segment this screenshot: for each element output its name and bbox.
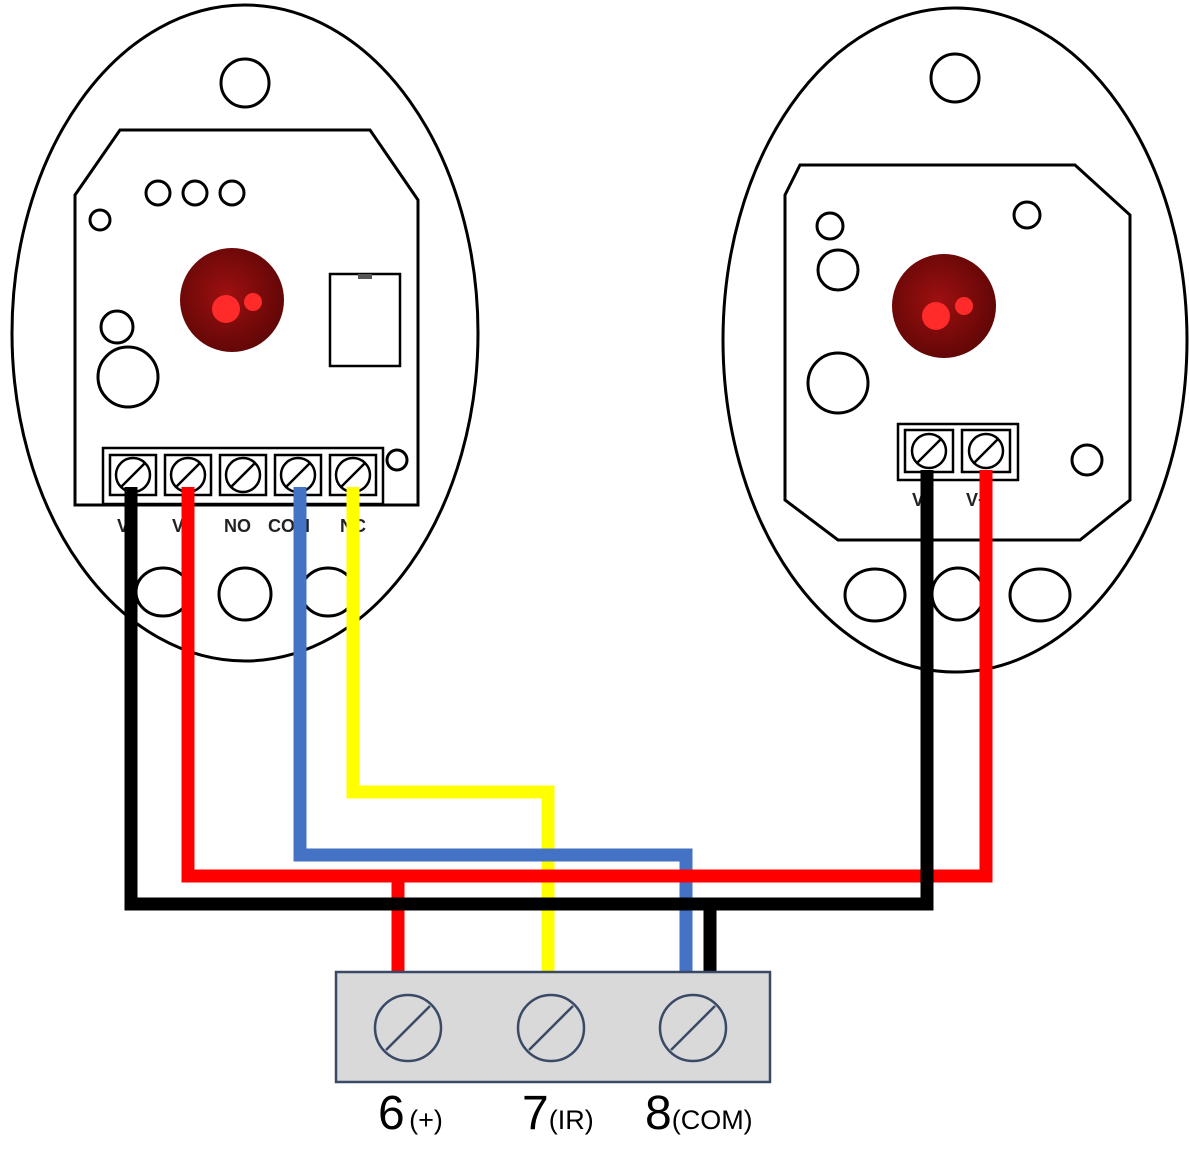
left-terminal-screws xyxy=(108,453,378,497)
red-positive-wire-transmitter xyxy=(181,470,993,883)
left-pcb-hole xyxy=(144,179,172,207)
left-relay xyxy=(328,272,402,368)
left-sensor: V- V+ NO COM NC xyxy=(10,3,480,663)
left-cable-hole xyxy=(217,566,273,622)
right-pcb-hole xyxy=(1070,443,1104,477)
right-mount-hole xyxy=(929,52,981,104)
blue-com-wire xyxy=(293,487,693,995)
terminal-7-function: (IR) xyxy=(548,1105,594,1135)
right-ir-led xyxy=(922,302,950,330)
terminal-8-function: (COM) xyxy=(671,1105,753,1135)
left-pcb-hole xyxy=(99,309,135,345)
right-pcb-hole xyxy=(1012,200,1042,230)
terminal-block xyxy=(334,970,772,1084)
right-cable-hole xyxy=(1008,567,1072,623)
terminal-8-label: 8(COM) xyxy=(645,1090,753,1138)
terminal-6-polarity: (+) xyxy=(409,1105,443,1135)
left-pcb-hole xyxy=(385,448,409,472)
terminal-8-number: 8 xyxy=(645,1087,672,1140)
terminal-8-screw xyxy=(658,993,728,1063)
wires xyxy=(124,470,993,995)
right-cable-hole xyxy=(843,567,907,623)
left-pcb-hole xyxy=(218,179,246,207)
left-pcb-hole xyxy=(181,179,209,207)
terminal-7-label: 7(IR) xyxy=(522,1090,594,1138)
left-pcb-hole xyxy=(88,208,112,232)
right-pcb-hole xyxy=(816,248,860,292)
terminal-6-screw xyxy=(373,993,443,1063)
right-pcb-hole xyxy=(806,351,870,415)
terminal-6-number: 6 xyxy=(378,1087,405,1140)
left-ir-led xyxy=(212,295,240,323)
terminal-7-screw xyxy=(516,993,586,1063)
yellow-ir-wire xyxy=(346,487,555,995)
left-relay-mark xyxy=(358,274,372,279)
left-mount-hole xyxy=(219,57,271,109)
terminal-7-number: 7 xyxy=(522,1087,549,1140)
left-ir-led-small xyxy=(244,293,262,311)
right-ir-led-small xyxy=(955,297,973,315)
right-terminal-screws xyxy=(903,428,1012,474)
right-cable-hole xyxy=(930,566,986,622)
left-pcb-hole xyxy=(96,345,160,409)
right-pcb-hole xyxy=(815,211,845,241)
left-terminal-label-no: NO xyxy=(224,516,251,536)
terminal-6-label: 6 (+) xyxy=(378,1090,443,1138)
black-negative-wire xyxy=(124,470,934,911)
right-sensor: V- V+ xyxy=(721,6,1189,674)
